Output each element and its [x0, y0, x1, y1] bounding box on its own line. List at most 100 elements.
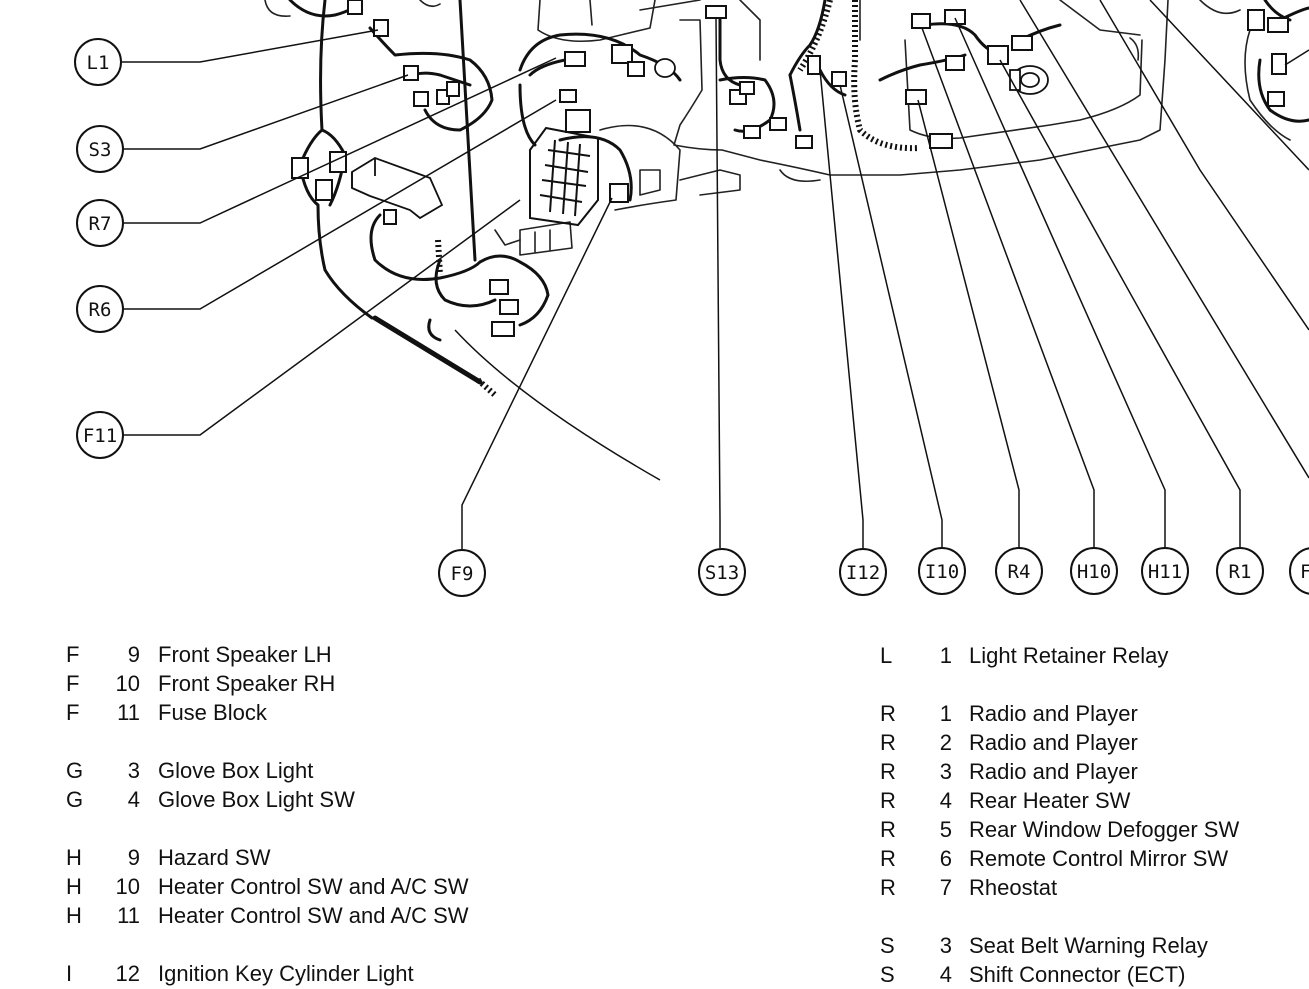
callout-h11: H11	[1141, 547, 1189, 595]
legend-description: Glove Box Light SW	[158, 787, 355, 812]
legend-row: R 4 Rear Heater SW	[880, 786, 1309, 815]
dashboard-drawing	[264, 0, 1291, 256]
svg-text:F: F	[1300, 561, 1309, 583]
legend-letter: F	[66, 671, 80, 696]
svg-text:R6: R6	[89, 299, 112, 321]
svg-text:H11: H11	[1148, 561, 1182, 583]
legend-description: Radio and Player	[969, 730, 1138, 755]
svg-text:S3: S3	[89, 139, 112, 161]
leader-lines	[121, 0, 1309, 550]
legend-number: 7	[939, 875, 952, 900]
legend-letter: H	[66, 874, 82, 899]
legend-letter: G	[66, 787, 84, 812]
legend-letter: R	[880, 730, 896, 755]
svg-text:S13: S13	[705, 562, 739, 584]
wiring-harness-diagram: L1 S3 R7 R6 F11 F9 S13 I12	[74, 0, 1309, 597]
legend-letter: R	[880, 759, 896, 784]
legend-letter: R	[880, 817, 896, 842]
legend-number: 3	[939, 933, 952, 958]
callout-i10: I10	[918, 547, 966, 595]
legend-row: H 10 Heater Control SW and A/C SW	[66, 872, 716, 901]
callout-f9: F9	[438, 549, 486, 597]
legend-row: S 3 Seat Belt Warning Relay	[880, 931, 1309, 960]
legend-row: G 4 Glove Box Light SW	[66, 785, 716, 814]
relay-box	[351, 157, 444, 220]
callout-r6: R6	[76, 285, 124, 333]
legend-number: 4	[939, 962, 952, 987]
legend-row: R 1 Radio and Player	[880, 699, 1309, 728]
legend-letter: H	[66, 845, 82, 870]
legend-letter: S	[880, 933, 895, 958]
callout-h10: H10	[1070, 547, 1118, 595]
legend-description: Fuse Block	[158, 700, 267, 725]
callout-r4: R4	[995, 547, 1043, 595]
legend-letter: I	[66, 961, 73, 986]
callout-f-partial: F	[1289, 547, 1309, 595]
svg-text:F11: F11	[83, 425, 117, 447]
callout-l1: L1	[74, 38, 122, 86]
svg-text:R7: R7	[89, 213, 112, 235]
legend-description: Rheostat	[969, 875, 1058, 900]
legend-number: 1	[939, 701, 952, 726]
legend-description: Shift Connector (ECT)	[969, 962, 1186, 987]
legend-letter: L	[880, 643, 893, 668]
legend-gap	[66, 727, 716, 756]
legend-description: Heater Control SW and A/C SW	[158, 874, 469, 899]
legend-description: Seat Belt Warning Relay	[969, 933, 1208, 958]
legend-row: G 3 Glove Box Light	[66, 756, 716, 785]
legend-number: 10	[115, 874, 140, 899]
legend-letter: R	[880, 788, 896, 813]
legend-row: I 12 Ignition Key Cylinder Light	[66, 959, 716, 988]
legend-description: Radio and Player	[969, 701, 1138, 726]
callouts-bottom: F9 S13 I12 I10 R4 H10 H11 R1	[438, 547, 1309, 597]
legend-number: 4	[127, 787, 140, 812]
legend-description: Remote Control Mirror SW	[969, 846, 1229, 871]
lamp-socket	[654, 58, 1049, 95]
legend-number: 5	[939, 817, 952, 842]
callouts-left: L1 S3 R7 R6 F11	[74, 38, 124, 459]
legend-number: 11	[117, 700, 140, 725]
legend-row: L 1 Light Retainer Relay	[880, 641, 1309, 670]
legend-number: 12	[115, 961, 140, 986]
legend-letter: R	[880, 846, 896, 871]
wiring-harness	[288, 0, 1309, 342]
legend-description: Front Speaker LH	[158, 642, 332, 667]
legend-description: Ignition Key Cylinder Light	[158, 961, 414, 986]
callout-s13: S13	[698, 548, 746, 596]
callout-i12: I12	[839, 548, 887, 596]
callout-r1: R1	[1216, 547, 1264, 595]
harness-trunk	[372, 315, 483, 385]
beaded-harness	[435, 0, 921, 398]
legend-letter: R	[880, 875, 896, 900]
legend-letter: G	[66, 758, 84, 783]
fuse-block	[529, 126, 599, 227]
svg-text:L1: L1	[87, 52, 110, 74]
legend-description: Front Speaker RH	[158, 671, 336, 696]
legend-description: Glove Box Light	[158, 758, 314, 783]
callout-f11: F11	[76, 411, 124, 459]
legend-number: 1	[939, 643, 952, 668]
svg-text:F9: F9	[451, 563, 474, 585]
legend-gap	[66, 930, 716, 959]
legend-description: Light Retainer Relay	[969, 643, 1169, 668]
legend-gap	[880, 902, 1309, 931]
svg-text:I10: I10	[925, 561, 959, 583]
legend-letter: H	[66, 903, 82, 928]
legend-number: 4	[939, 788, 952, 813]
legend-letter: R	[880, 701, 896, 726]
legend-description: Rear Heater SW	[969, 788, 1131, 813]
legend-row: R 7 Rheostat	[880, 873, 1309, 902]
legend-number: 3	[127, 758, 140, 783]
legend-number: 3	[939, 759, 952, 784]
legend-letter: F	[66, 642, 80, 667]
